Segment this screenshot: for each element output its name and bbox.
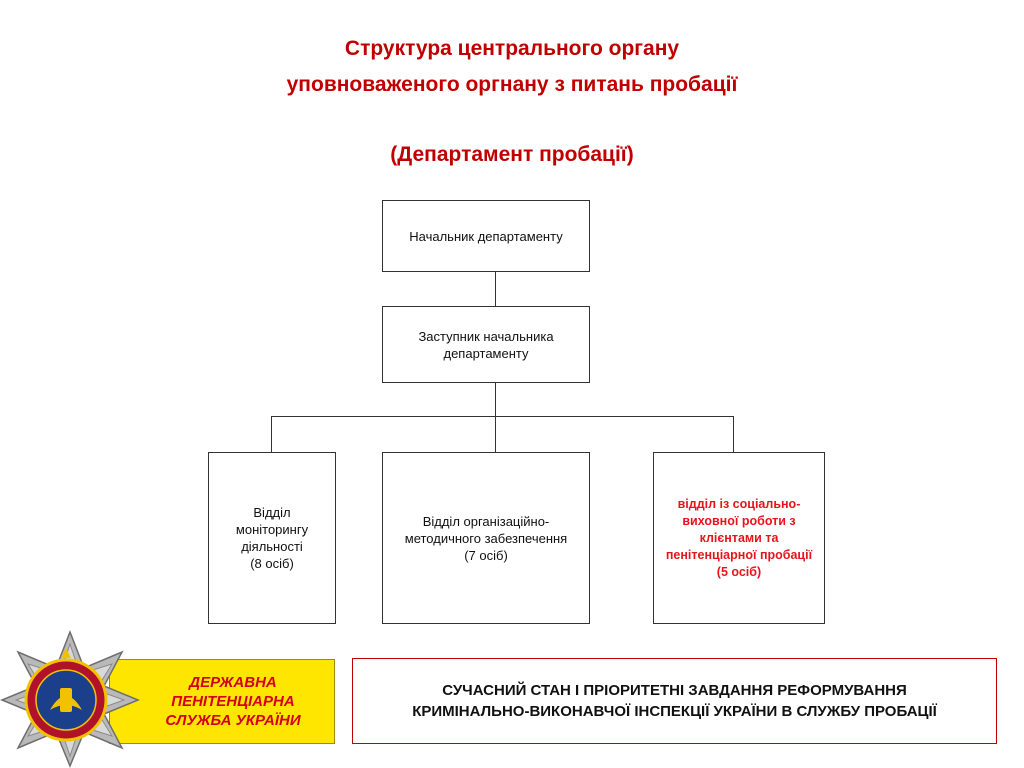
connector-unit-1 bbox=[271, 416, 272, 452]
slide-subtitle: (Департамент пробації) bbox=[390, 143, 634, 166]
slide-title-line-1: Структура центрального органу bbox=[344, 37, 680, 60]
unit-box-methodical-support: Відділ організаційно- методичного забезп… bbox=[382, 452, 590, 624]
connector-deputy-branch bbox=[495, 382, 496, 452]
slide-title-line-2: уповноваженого оргнану з питань пробації bbox=[286, 73, 738, 96]
presentation-caption-box: СУЧАСНИЙ СТАН І ПРІОРИТЕТНІ ЗАВДАННЯ РЕФ… bbox=[352, 658, 997, 744]
deputy-head-box: Заступник начальника департаменту bbox=[382, 306, 590, 383]
connector-head-deputy bbox=[495, 271, 496, 306]
penitentiary-service-star-emblem-icon bbox=[0, 630, 140, 768]
agency-name-banner: ДЕРЖАВНА ПЕНІТЕНЦІАРНА СЛУЖБА УКРАЇНИ bbox=[109, 659, 335, 744]
unit-box-monitoring: Відділ моніторингу діяльності (8 осіб) bbox=[208, 452, 336, 624]
connector-unit-3 bbox=[733, 416, 734, 452]
connector-horizontal-bus bbox=[271, 416, 734, 417]
head-of-department-box: Начальник департаменту bbox=[382, 200, 590, 272]
unit-box-social-education: відділ із соціально- виховної роботи з к… bbox=[653, 452, 825, 624]
